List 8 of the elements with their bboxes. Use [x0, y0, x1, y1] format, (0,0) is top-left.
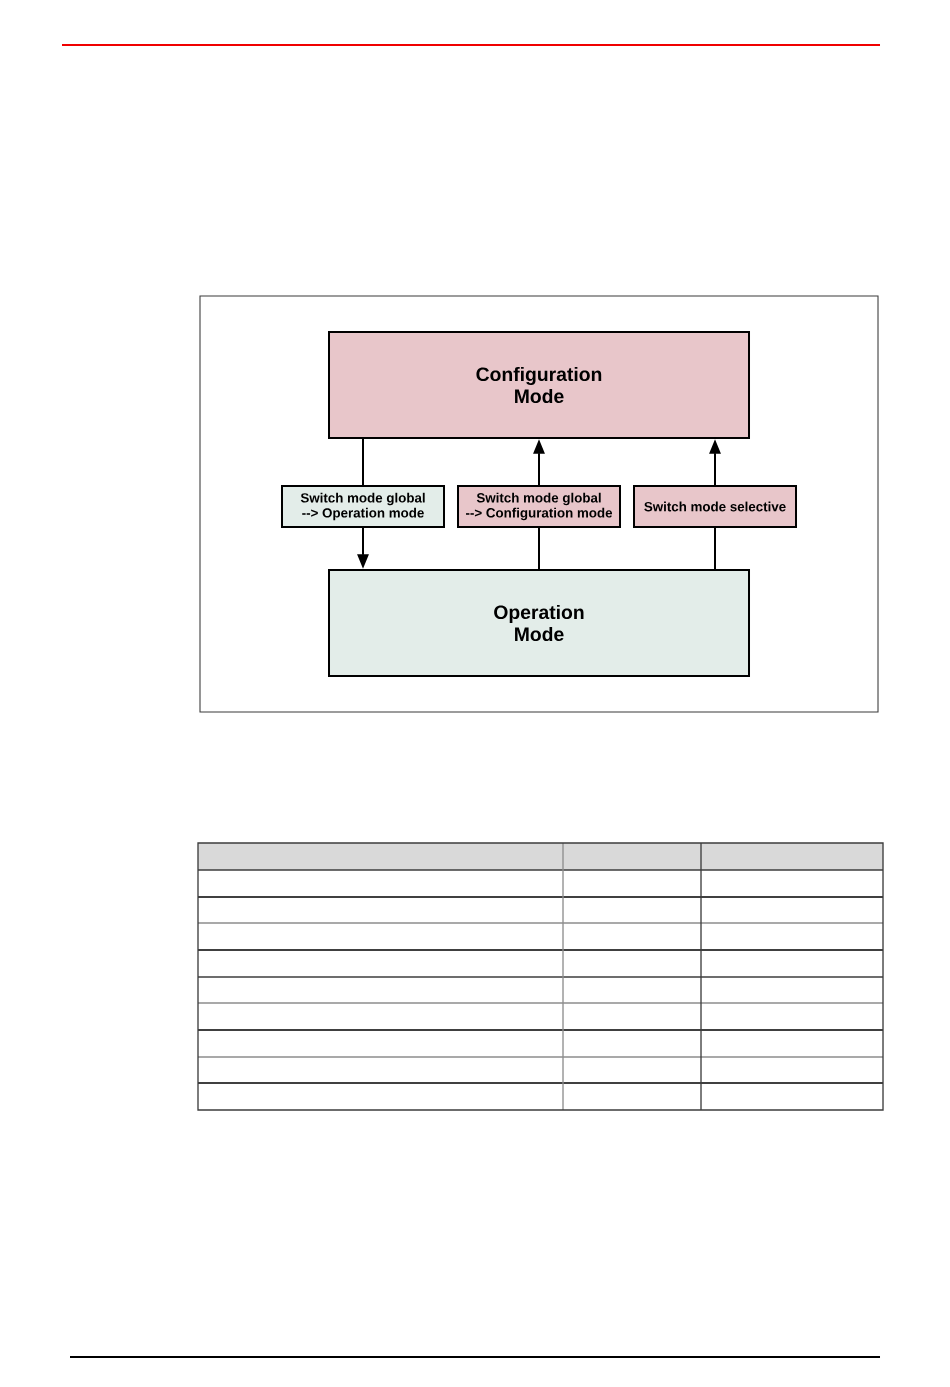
transition-box: Switch mode global --> Configuration mode: [457, 485, 621, 528]
connector-line: [714, 527, 716, 570]
connector-line: [362, 438, 364, 486]
mode-box: Operation Mode: [328, 569, 750, 677]
mode-box: Configuration Mode: [328, 331, 750, 439]
transition-box: Switch mode global --> Operation mode: [281, 485, 445, 528]
connector-line: [538, 527, 540, 570]
transition-box: Switch mode selective: [633, 485, 797, 528]
